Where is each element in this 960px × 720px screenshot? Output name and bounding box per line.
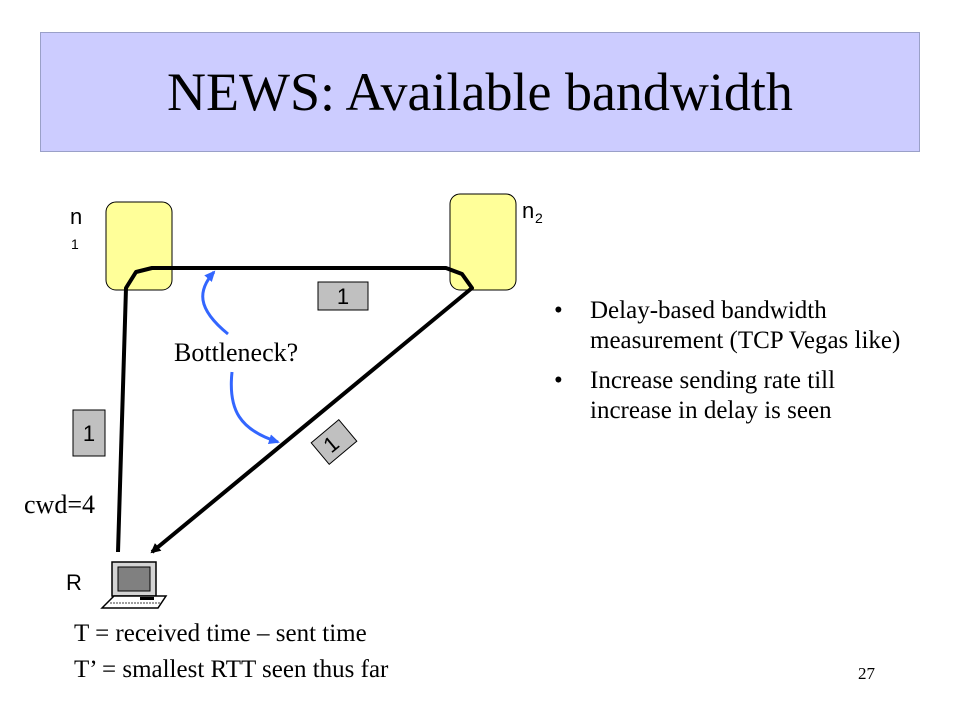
cwd-label: cwd=4 <box>24 490 95 519</box>
slide-title: NEWS: Available bandwidth <box>167 62 793 122</box>
title-banner: NEWS: Available bandwidth <box>40 32 920 152</box>
formula-t-prime: T’ = smallest RTT seen thus far <box>74 656 389 683</box>
bullet-text: Increase sending rate till increase in d… <box>590 367 836 424</box>
packet-diagonal <box>310 419 358 465</box>
packet-top <box>317 281 369 311</box>
receiver-label: R <box>66 570 82 595</box>
packet-left-label: 1 <box>83 421 95 446</box>
bullet-item: • Delay-based bandwidth measurement (TCP… <box>548 296 908 356</box>
computer-icon <box>100 561 168 609</box>
bullet-text: Delay-based bandwidth measurement (TCP V… <box>590 297 901 354</box>
bullet-dot-icon: • <box>554 297 563 324</box>
node-n2-label: n <box>522 198 535 223</box>
bottleneck-label: Bottleneck? <box>174 338 299 367</box>
node-n2 <box>449 193 517 291</box>
node-n1-subscript: 1 <box>71 236 79 252</box>
link-path <box>116 266 474 554</box>
node-n2-subscript: 2 <box>535 210 543 226</box>
bullet-list: • Delay-based bandwidth measurement (TCP… <box>548 296 908 436</box>
formula-t: T = received time – sent time <box>74 620 367 647</box>
bottleneck-arrow-up <box>201 270 229 336</box>
bullet-item: • Increase sending rate till increase in… <box>548 366 908 426</box>
packet-top-label: 1 <box>337 284 349 309</box>
bullet-dot-icon: • <box>554 367 563 394</box>
page-number: 27 <box>858 664 875 683</box>
bottleneck-arrow-down <box>229 371 280 445</box>
node-n1-label: n <box>70 204 83 229</box>
node-n1 <box>105 201 173 291</box>
packet-left <box>72 409 106 457</box>
